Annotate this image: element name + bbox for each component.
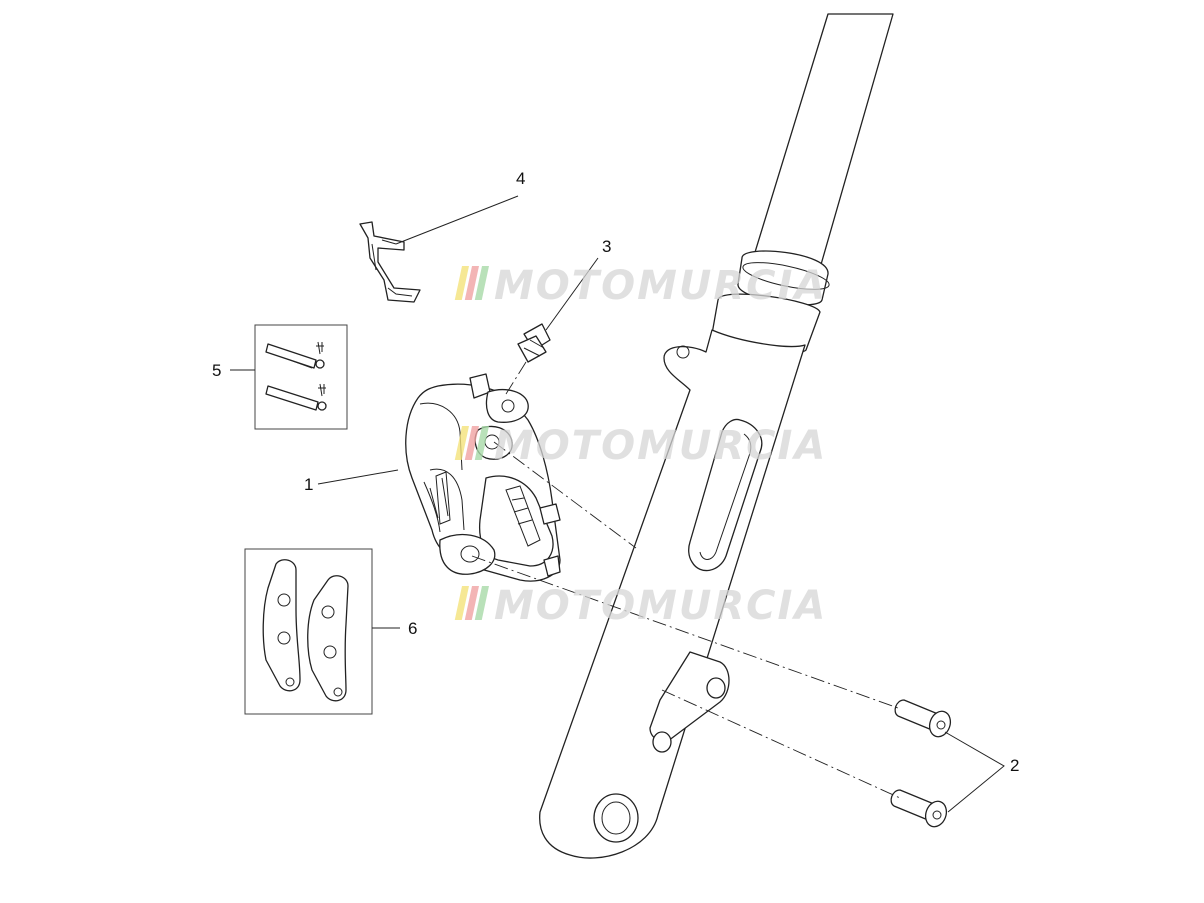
fork-slot-window: [688, 418, 763, 572]
caliper-mount-lug: [649, 651, 730, 742]
fork-leg: [539, 13, 894, 859]
watermark-text-3: MOTOMURCIA: [494, 583, 827, 629]
axle-boss: [593, 793, 639, 843]
watermark-2: MOTOMURCIA: [454, 423, 827, 469]
mount-hole-lower: [652, 731, 672, 753]
fork-stanchion: [751, 13, 894, 276]
brake-pad-left: [262, 559, 301, 692]
bolt-upper: [894, 699, 939, 731]
pin-kit: [254, 324, 348, 430]
watermark-1: MOTOMURCIA: [454, 263, 827, 309]
bolt-lower: [890, 789, 935, 821]
callout-3: 3: [602, 237, 611, 256]
callout-4: 4: [516, 169, 525, 188]
callout-labels: 1 2 3 4 5 6: [212, 169, 1019, 775]
watermark-text-1: MOTOMURCIA: [494, 263, 827, 309]
pad-kit: [244, 548, 373, 715]
clip-upper: [316, 341, 324, 355]
pin-kit-frame: [254, 324, 348, 430]
brake-caliper: [405, 373, 561, 582]
callout-5: 5: [212, 361, 221, 380]
mount-hole-upper: [706, 677, 726, 699]
brake-fitting: [517, 323, 551, 363]
clip-lower: [318, 383, 326, 397]
hose-bracket: [359, 221, 421, 303]
watermark-text-2: MOTOMURCIA: [494, 423, 827, 469]
leader-lines: [230, 195, 1005, 813]
callout-2: 2: [1010, 756, 1019, 775]
assembly-lines: [471, 361, 901, 799]
caliper-ear-lower: [439, 533, 496, 575]
caliper-bolts: [890, 699, 952, 828]
pad-kit-frame: [244, 548, 373, 715]
callout-1: 1: [304, 475, 313, 494]
bracket-plate: [359, 221, 421, 303]
pin-upper: [265, 343, 317, 369]
pin-lower: [265, 385, 319, 411]
watermark-3: MOTOMURCIA: [454, 583, 827, 629]
watermarks: MOTOMURCIA MOTOMURCIA MOTOMURCIA: [454, 263, 827, 629]
brake-pad-right: [307, 575, 349, 702]
callout-6: 6: [408, 619, 417, 638]
